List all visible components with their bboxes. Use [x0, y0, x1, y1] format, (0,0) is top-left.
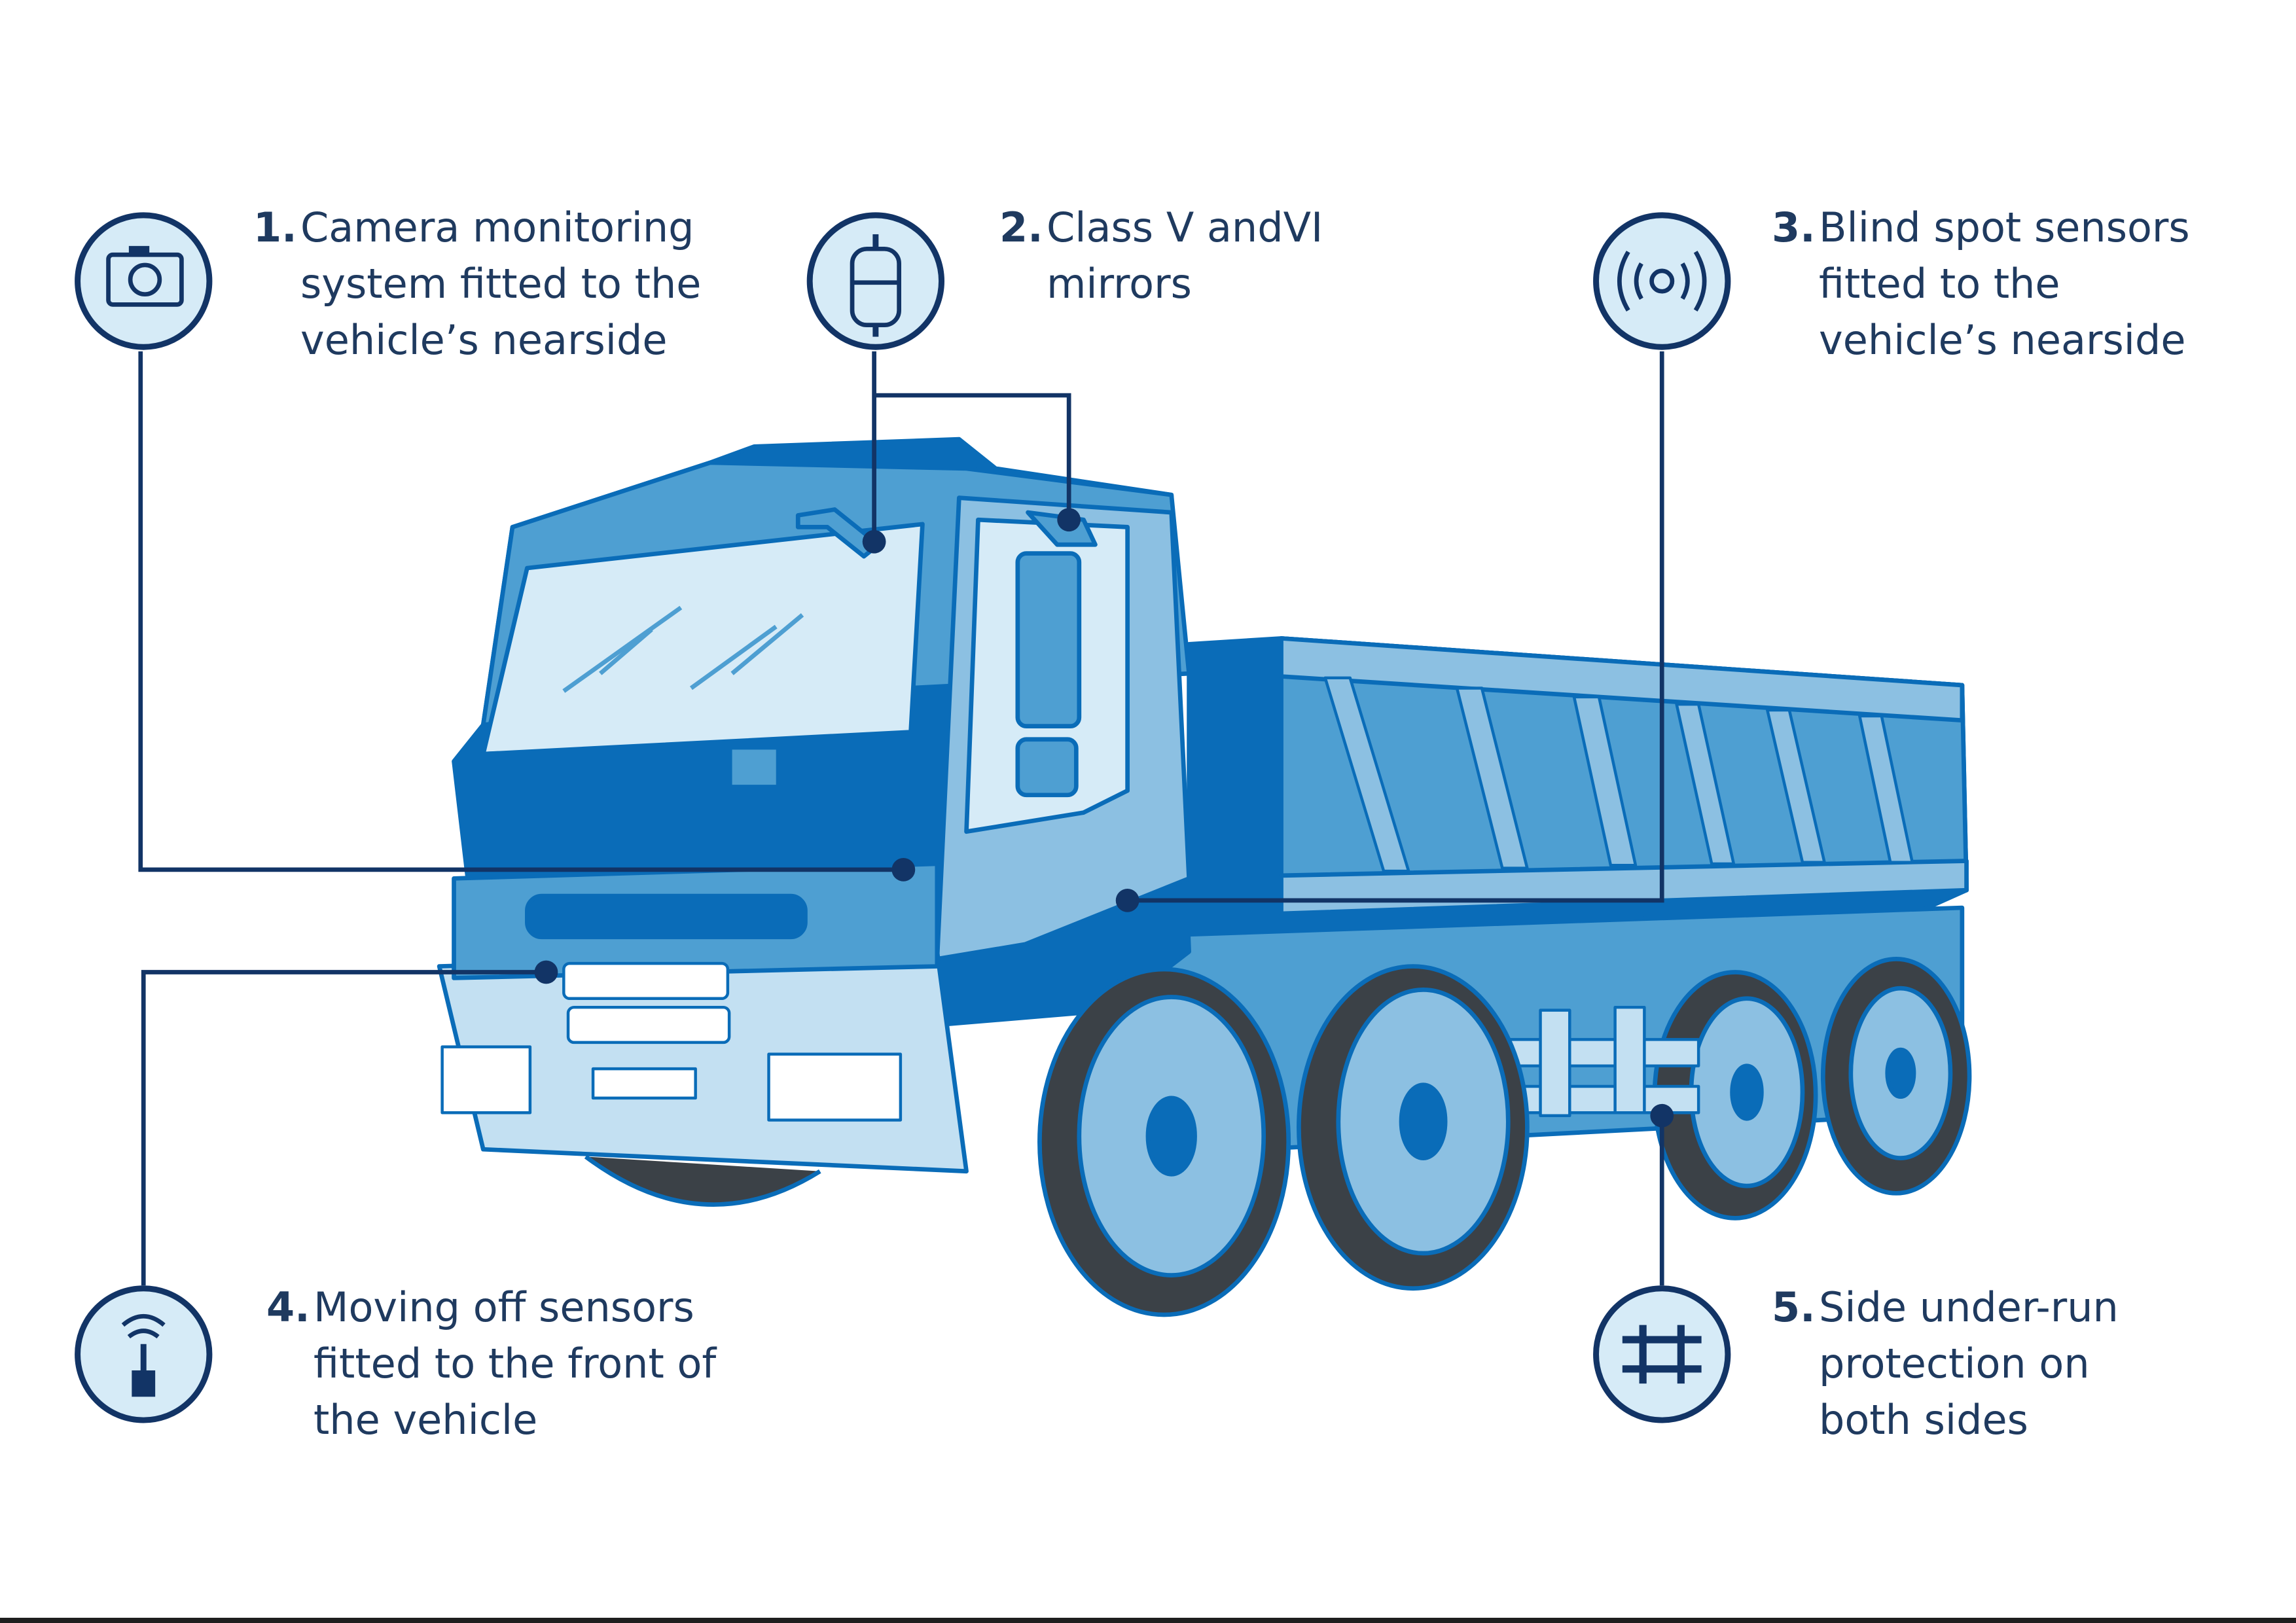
callout-line: fitted to the — [1819, 260, 2060, 308]
bottom-border — [0, 1618, 2296, 1623]
callout-number: 1. — [253, 204, 297, 251]
tipper-truck — [437, 437, 1972, 1317]
callout-side-underrun: 5. Side under-run protection on both sid… — [1772, 1279, 2119, 1448]
tipper-body — [1187, 636, 1969, 954]
callout-blind-spot-sensors: 3. Blind spot sensors fitted to the vehi… — [1772, 200, 2190, 368]
windscreen — [480, 522, 925, 757]
rear-wheels — [1652, 957, 1972, 1221]
proximity-sensor-icon — [75, 1285, 213, 1423]
callout-line: both sides — [1819, 1396, 2028, 1444]
callout-line: Side under-run — [1819, 1283, 2119, 1331]
callout-line: fitted to the front of — [314, 1340, 717, 1387]
callout-line: Class V andVI — [1047, 204, 1323, 251]
callout-number: 3. — [1772, 204, 1816, 251]
callout-line: the vehicle — [314, 1396, 538, 1444]
sensor-waves-icon — [1593, 212, 1731, 350]
callout-number: 5. — [1772, 1283, 1816, 1331]
cab — [437, 437, 1291, 1317]
callout-number: 2. — [999, 204, 1043, 251]
callout-line: mirrors — [1047, 260, 1192, 308]
callout-number: 4. — [266, 1283, 310, 1331]
leader-lines — [138, 351, 1664, 1286]
mirror-icon — [806, 212, 944, 350]
callout-line: system fitted to the — [300, 260, 702, 308]
callout-line: Blind spot sensors — [1819, 204, 2190, 251]
side-rail-icon — [1593, 1285, 1731, 1423]
callout-moving-off-sensors: 4. Moving off sensors fitted to the fron… — [266, 1279, 717, 1448]
front-grille-vents — [562, 961, 731, 1044]
headlights — [440, 1045, 903, 1122]
callout-line: protection on — [1819, 1340, 2090, 1387]
middle-wheels — [1297, 964, 1530, 1291]
callout-line: Camera monitoring — [300, 204, 694, 251]
side-mirror — [1015, 551, 1082, 729]
callout-line: Moving off sensors — [314, 1283, 694, 1331]
leader-dots — [534, 508, 1674, 1128]
callout-line: vehicle’s nearside — [300, 316, 668, 364]
callout-line: vehicle’s nearside — [1819, 316, 2186, 364]
callout-camera-monitoring: 1. Camera monitoring system fitted to th… — [253, 200, 702, 368]
callout-mirrors: 2. Class V andVI mirrors — [999, 200, 1323, 312]
camera-icon — [75, 212, 213, 350]
